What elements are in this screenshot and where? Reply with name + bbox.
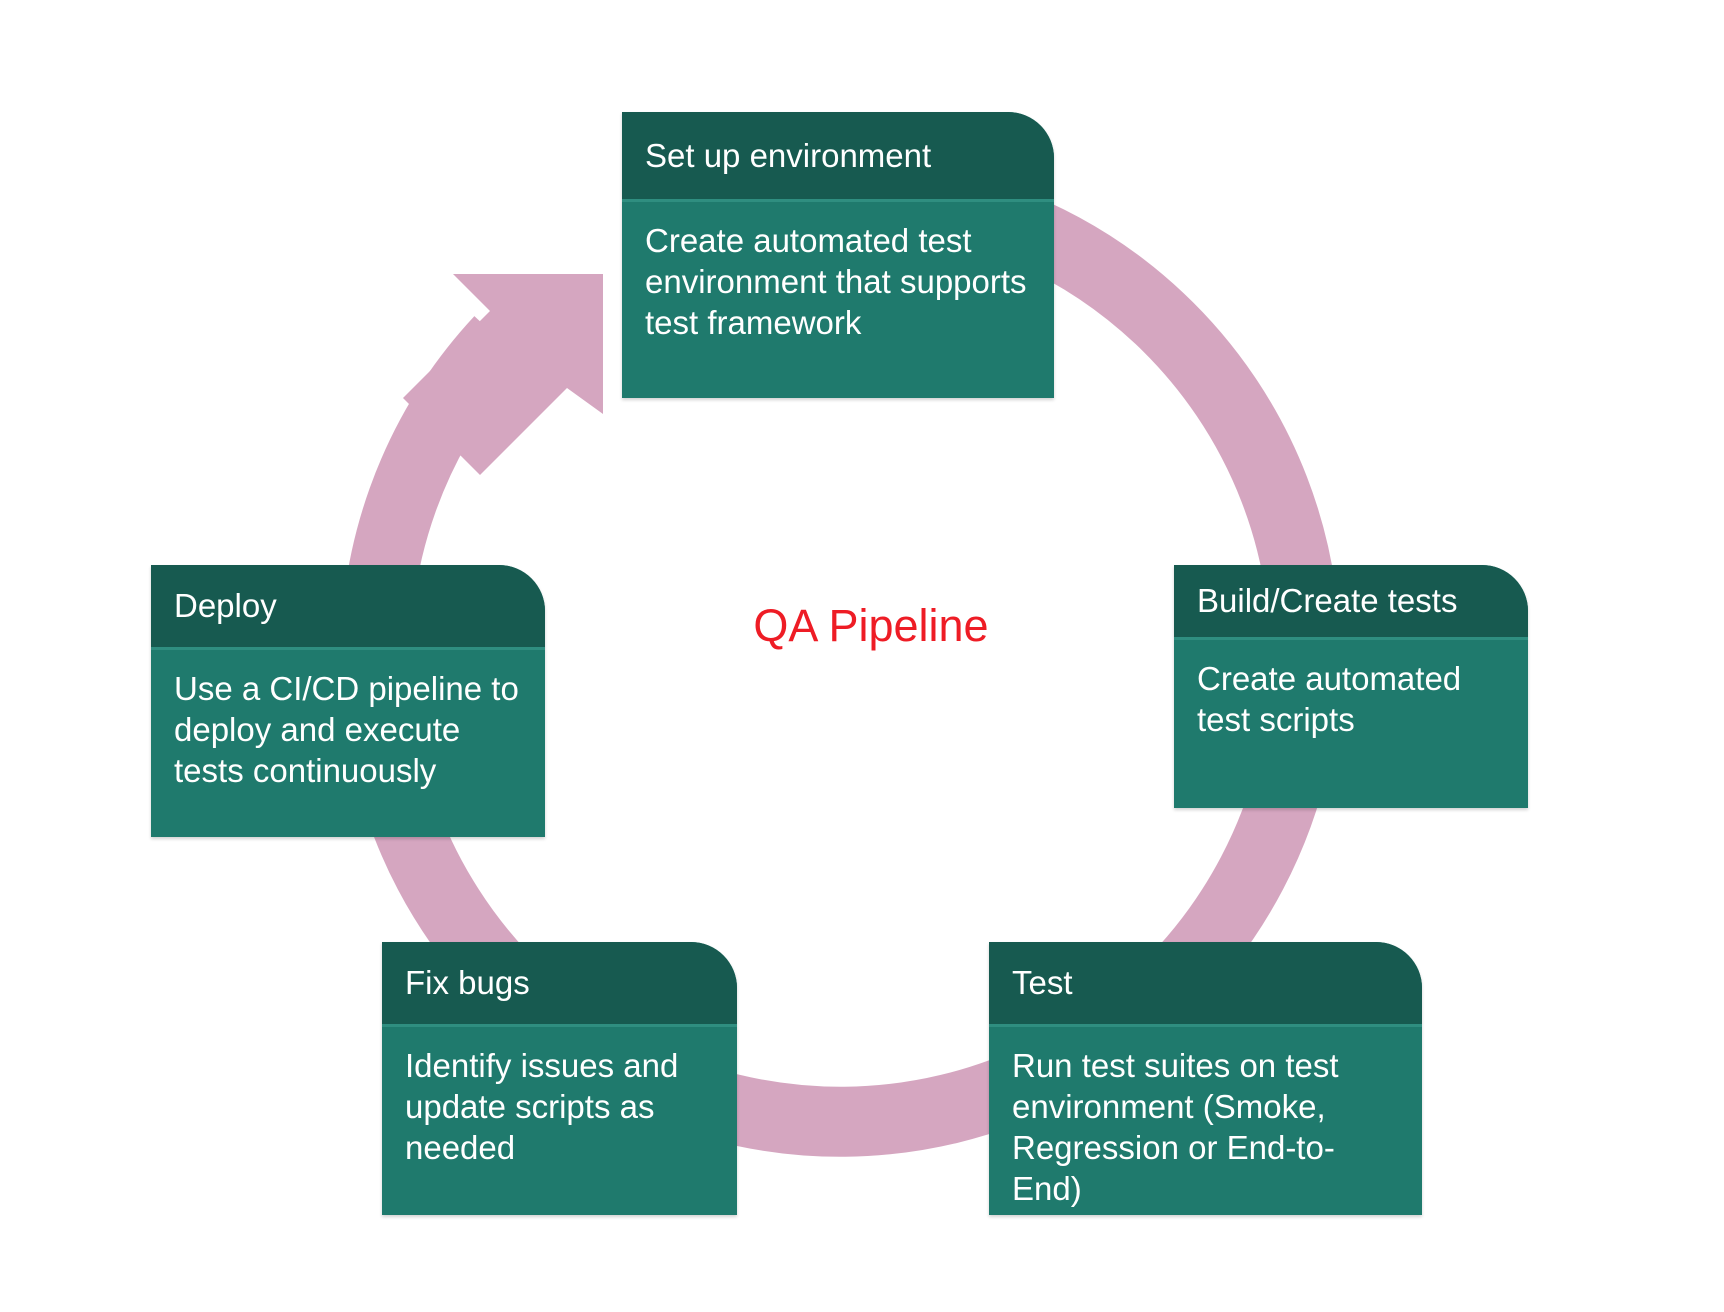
step-card-setup-environment: Set up environment Create automated test…: [622, 112, 1054, 398]
step-title: Build/Create tests: [1174, 565, 1528, 640]
step-description: Create automated test scripts: [1197, 660, 1462, 738]
diagram-title: QA Pipeline: [753, 600, 989, 651]
step-title: Fix bugs: [382, 942, 737, 1027]
cycle-arrowhead-icon: [403, 274, 603, 475]
step-description: Create automated test environment that s…: [645, 222, 1027, 341]
step-title: Test: [989, 942, 1422, 1027]
step-description: Identify issues and update scripts as ne…: [405, 1047, 679, 1166]
step-title: Deploy: [151, 565, 545, 650]
step-card-test: Test Run test suites on test environment…: [989, 942, 1422, 1215]
step-description: Run test suites on test environment (Smo…: [1012, 1047, 1339, 1207]
step-card-fix-bugs: Fix bugs Identify issues and update scri…: [382, 942, 737, 1215]
step-card-build-tests: Build/Create tests Create automated test…: [1174, 565, 1528, 808]
step-title: Set up environment: [622, 112, 1054, 202]
step-card-deploy: Deploy Use a CI/CD pipeline to deploy an…: [151, 565, 545, 837]
step-description: Use a CI/CD pipeline to deploy and execu…: [174, 670, 519, 789]
